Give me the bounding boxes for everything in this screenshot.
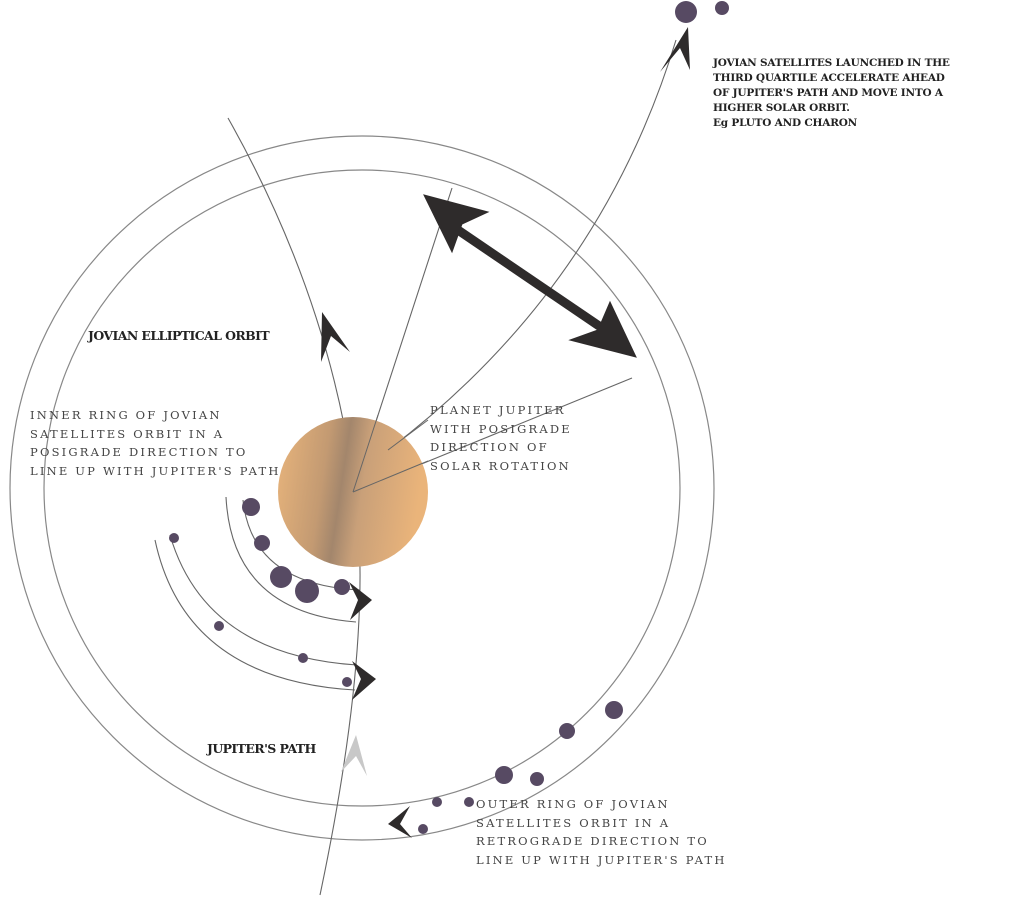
outer-ring-label: OUTER RING OF JOVIAN SATELLITES ORBIT IN… — [476, 795, 727, 869]
label-line: RETROGRADE DIRECTION TO — [476, 834, 709, 848]
inner-solar-orbit-ring — [43, 169, 681, 807]
note-line: THIRD QUARTILE ACCELERATE AHEAD — [713, 72, 945, 84]
middle-satellite — [298, 653, 308, 663]
distance-double-arrow — [423, 194, 637, 358]
inner-satellite — [254, 535, 270, 551]
inner-satellite — [334, 579, 350, 595]
label-line: SATELLITES ORBIT IN A — [30, 426, 225, 441]
label-line: WITH POSIGRADE — [430, 421, 572, 436]
note-line: HIGHER SOLAR ORBIT. — [713, 102, 850, 114]
rotation-line-right-over — [352, 460, 429, 493]
note-line: OF JUPITER'S PATH AND MOVE INTO A — [713, 87, 943, 99]
inner-ring-arc-outer — [225, 496, 357, 623]
escape-arrow-icon — [660, 27, 690, 72]
label-line: OUTER RING OF JOVIAN — [476, 797, 670, 811]
label-line: POSIGRADE DIRECTION TO — [30, 445, 248, 459]
outer-ring-arc-outer — [154, 539, 356, 691]
outer-satellite — [559, 723, 575, 739]
label-line: LINE UP WITH JUPITER'S PATH — [30, 463, 281, 478]
label-line: DIRECTION OF — [430, 440, 549, 454]
middle-satellite — [214, 621, 224, 631]
inner-satellite — [242, 498, 260, 516]
escaped-satellite-charon — [715, 1, 729, 15]
inner-satellite — [270, 566, 292, 588]
outer-satellite — [530, 772, 544, 786]
rotation-line-upper-over — [352, 414, 379, 493]
jupiters-path-arrow-icon — [341, 735, 367, 776]
note-line: JOVIAN SATELLITES LAUNCHED IN THE — [713, 57, 950, 69]
elliptical-orbit-label: JOVIAN ELLIPTICAL ORBIT — [88, 328, 270, 343]
outer-ring-arc-inner — [169, 534, 358, 666]
outer-satellite — [418, 824, 428, 834]
label-line: INNER RING OF JOVIAN — [30, 408, 222, 422]
elliptical-orbit-arrow-icon — [321, 312, 350, 362]
outer-satellite — [432, 797, 442, 807]
outer-solar-orbit-ring — [9, 135, 715, 841]
outer-satellite — [605, 701, 623, 719]
satellites — [169, 1, 729, 834]
inner-ring-arrow-icon — [349, 582, 372, 620]
planet-jupiter-label: PLANET JUPITER WITH POSIGRADE DIRECTION … — [430, 401, 572, 475]
note-line: Eg PLUTO AND CHARON — [713, 117, 858, 129]
inner-ring-label: INNER RING OF JOVIAN SATELLITES ORBIT IN… — [30, 406, 281, 480]
inner-satellite — [295, 579, 319, 603]
escaped-satellite-pluto — [675, 1, 697, 23]
jupiters-path-label: JUPITER'S PATH — [207, 741, 316, 756]
planet-label-pointer — [387, 419, 429, 451]
middle-satellite — [169, 533, 179, 543]
retrograde-arrow-icon — [388, 806, 412, 838]
middle-satellite — [342, 677, 352, 687]
outer-satellite — [464, 797, 474, 807]
label-line: PLANET JUPITER — [430, 403, 566, 417]
label-line: LINE UP WITH JUPITER'S PATH — [476, 852, 727, 867]
outer-ring-arrow-icon — [352, 661, 376, 700]
escape-trajectory-curve — [387, 39, 677, 451]
accelerate-note: JOVIAN SATELLITES LAUNCHED IN THE THIRD … — [713, 56, 950, 131]
label-line: SOLAR ROTATION — [430, 458, 571, 473]
label-line: SATELLITES ORBIT IN A — [476, 815, 671, 830]
outer-satellite — [495, 766, 513, 784]
